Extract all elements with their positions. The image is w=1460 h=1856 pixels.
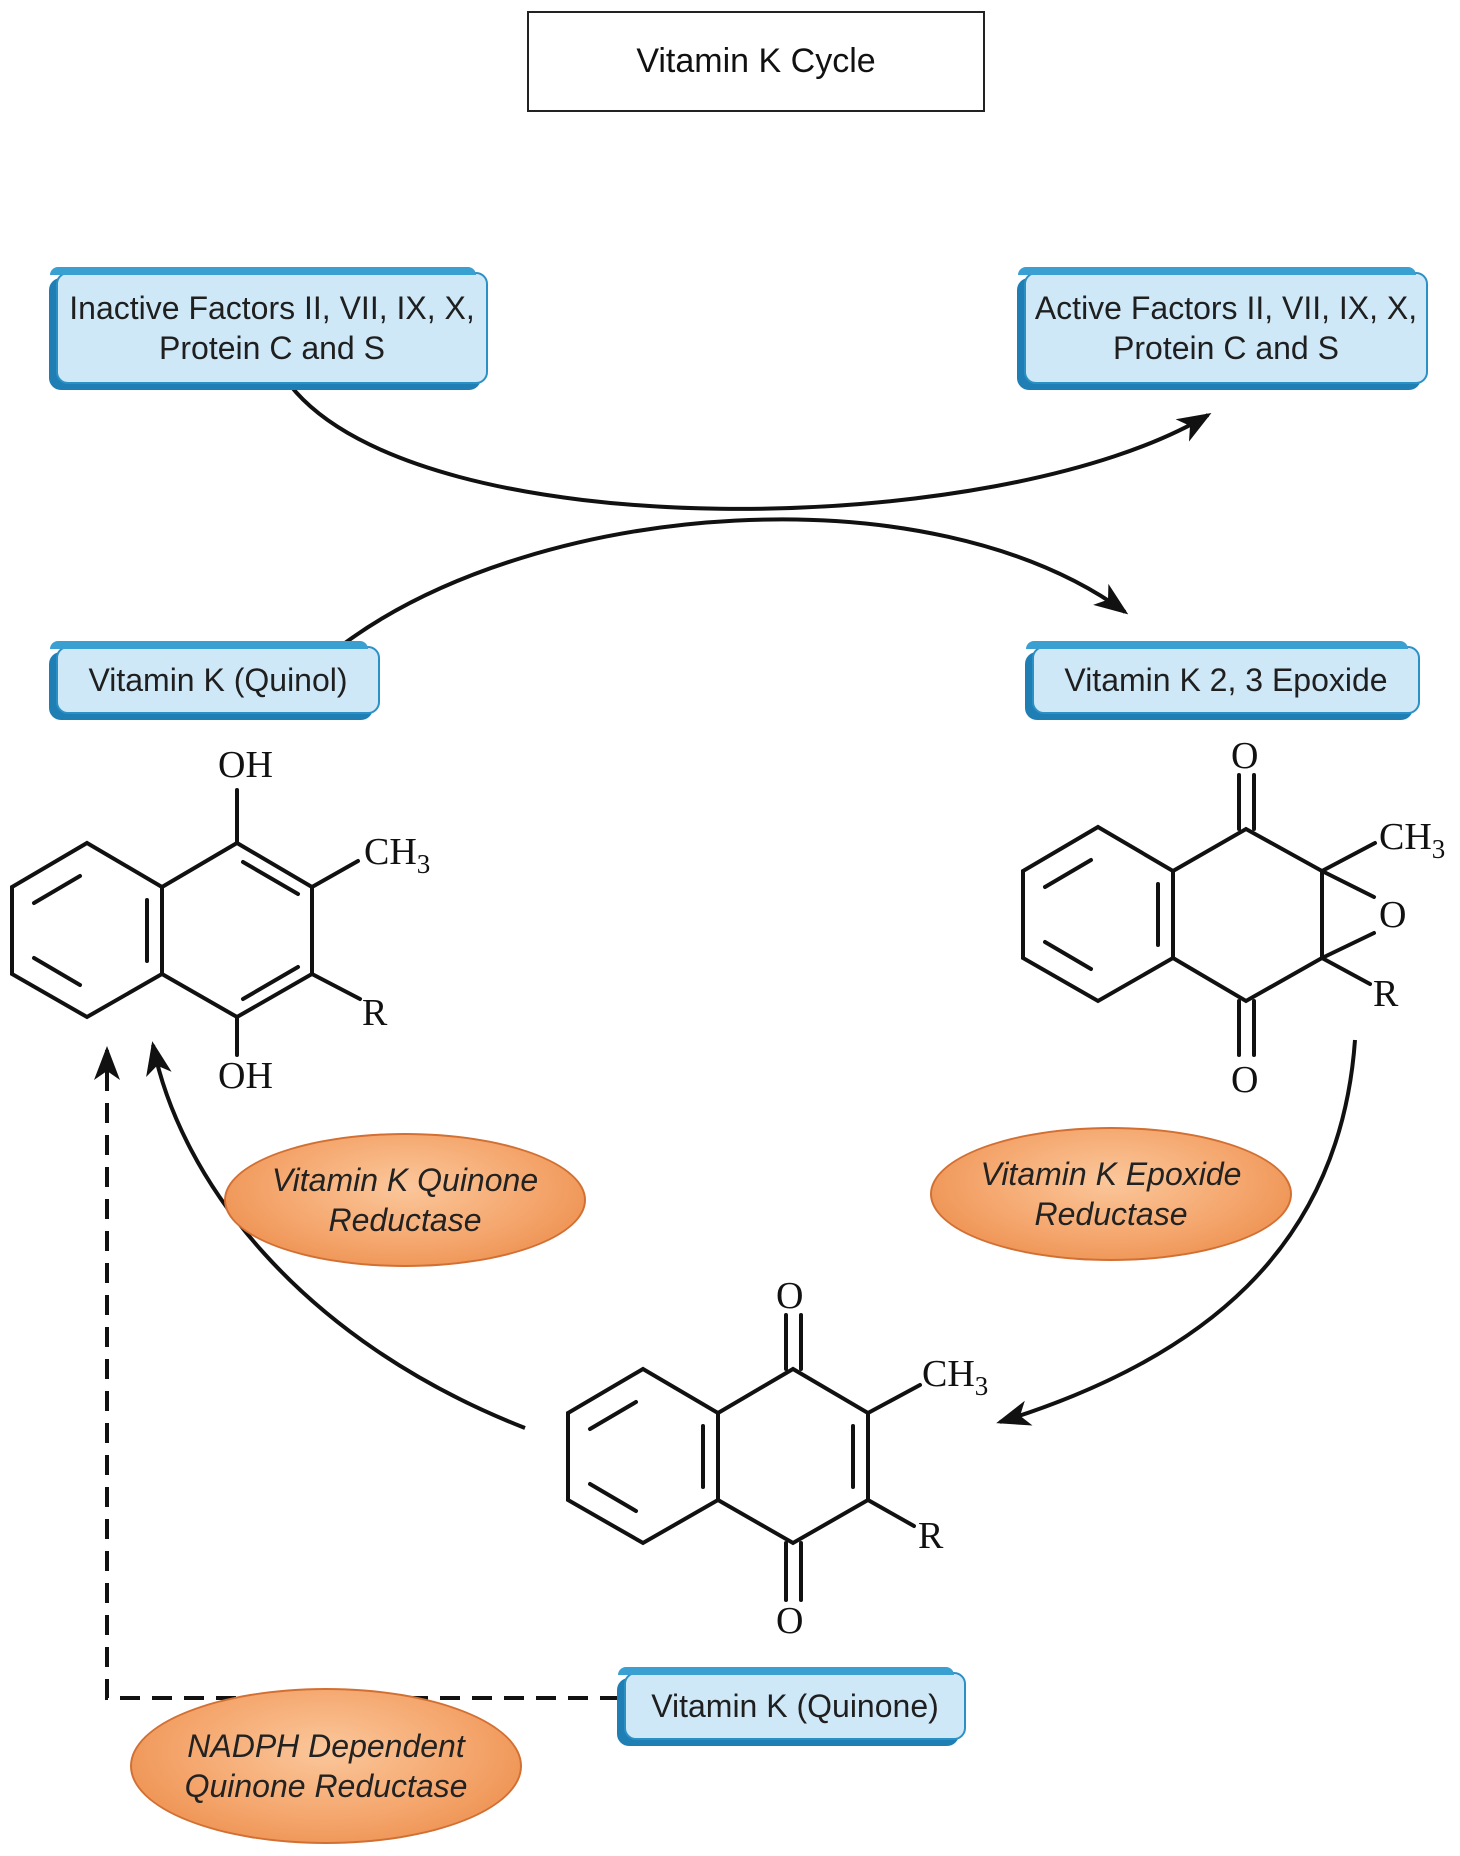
arrow-quinol-to-epoxide — [343, 517, 1129, 645]
epoxide-ch3: CH3 — [1379, 816, 1445, 864]
quinol-structure — [10, 788, 362, 1057]
arrow-quinone-to-quinol — [146, 1041, 526, 1430]
quinol-oh-top: OH — [218, 744, 273, 786]
epoxide-o-bottom: O — [1231, 1059, 1258, 1101]
diagram-title: Vitamin K Cycle — [527, 11, 985, 112]
quinone-o-top: O — [776, 1275, 803, 1317]
epoxide-structure — [1021, 773, 1377, 1057]
epoxide-reductase-enzyme: Vitamin K Epoxide Reductase — [930, 1127, 1292, 1261]
epoxide-r: R — [1373, 973, 1399, 1015]
arrow-inactive-to-active — [288, 383, 1212, 511]
epoxide-box: Vitamin K 2, 3 Epoxide — [1026, 641, 1420, 714]
quinol-oh-bottom: OH — [218, 1055, 273, 1097]
quinone-box: Vitamin K (Quinone) — [618, 1667, 966, 1740]
active-factors-box: Active Factors II, VII, IX, X, Protein C… — [1018, 267, 1428, 384]
nadph-reductase-enzyme: NADPH Dependent Quinone Reductase — [130, 1688, 522, 1844]
quinol-ch3: CH3 — [364, 831, 430, 879]
quinone-structure — [566, 1313, 922, 1602]
quinone-o-bottom: O — [776, 1600, 803, 1642]
quinone-r: R — [918, 1515, 944, 1557]
inactive-factors-box: Inactive Factors II, VII, IX, X, Protein… — [50, 267, 488, 384]
arrow-epoxide-to-quinone — [996, 1039, 1357, 1426]
quinol-r: R — [362, 992, 388, 1034]
quinol-box: Vitamin K (Quinol) — [50, 641, 380, 714]
epoxide-o-ring: O — [1379, 894, 1406, 936]
arrow-nadph-dashed — [94, 1046, 620, 1700]
epoxide-o-top: O — [1231, 735, 1258, 777]
quinone-ch3: CH3 — [922, 1353, 988, 1401]
quinone-reductase-enzyme: Vitamin K Quinone Reductase — [224, 1133, 586, 1267]
